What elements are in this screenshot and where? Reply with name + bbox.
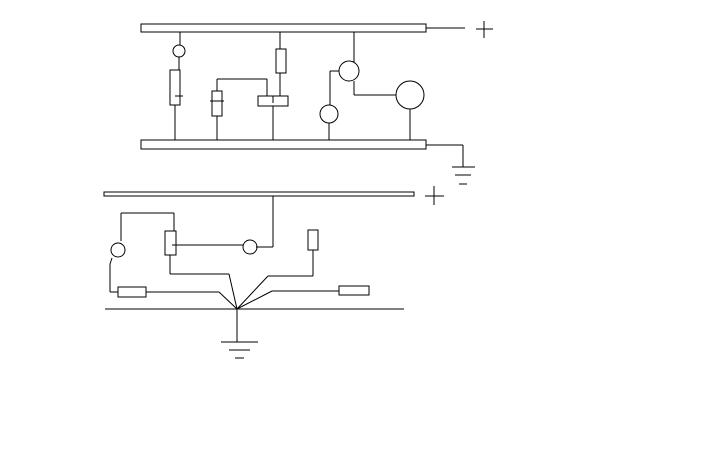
top-ground-busbar xyxy=(140,139,427,150)
top-circuit xyxy=(140,21,493,185)
bottom-circuit xyxy=(103,186,444,359)
bottom-positive-busbar xyxy=(103,191,415,197)
lamp-2 xyxy=(338,60,360,82)
lamp-1 xyxy=(172,44,186,58)
lamp-3 xyxy=(319,104,339,124)
resistor-1 xyxy=(275,48,287,74)
rheostat-4 xyxy=(164,230,177,256)
rheostat-2 xyxy=(211,90,223,117)
top-positive-terminal-symbol xyxy=(476,21,493,38)
lamp-5 xyxy=(110,242,126,258)
resistor-2 xyxy=(117,286,147,298)
bottom-ground-symbol xyxy=(221,341,258,359)
resistor-4 xyxy=(338,285,370,296)
top-positive-busbar xyxy=(140,23,427,33)
resistor-3 xyxy=(307,229,319,251)
top-ground-symbol xyxy=(452,166,475,185)
lamp-4 xyxy=(395,80,425,110)
rheostat-1 xyxy=(169,69,181,106)
bottom-positive-terminal-symbol xyxy=(425,186,444,205)
lamp-6 xyxy=(242,239,258,255)
